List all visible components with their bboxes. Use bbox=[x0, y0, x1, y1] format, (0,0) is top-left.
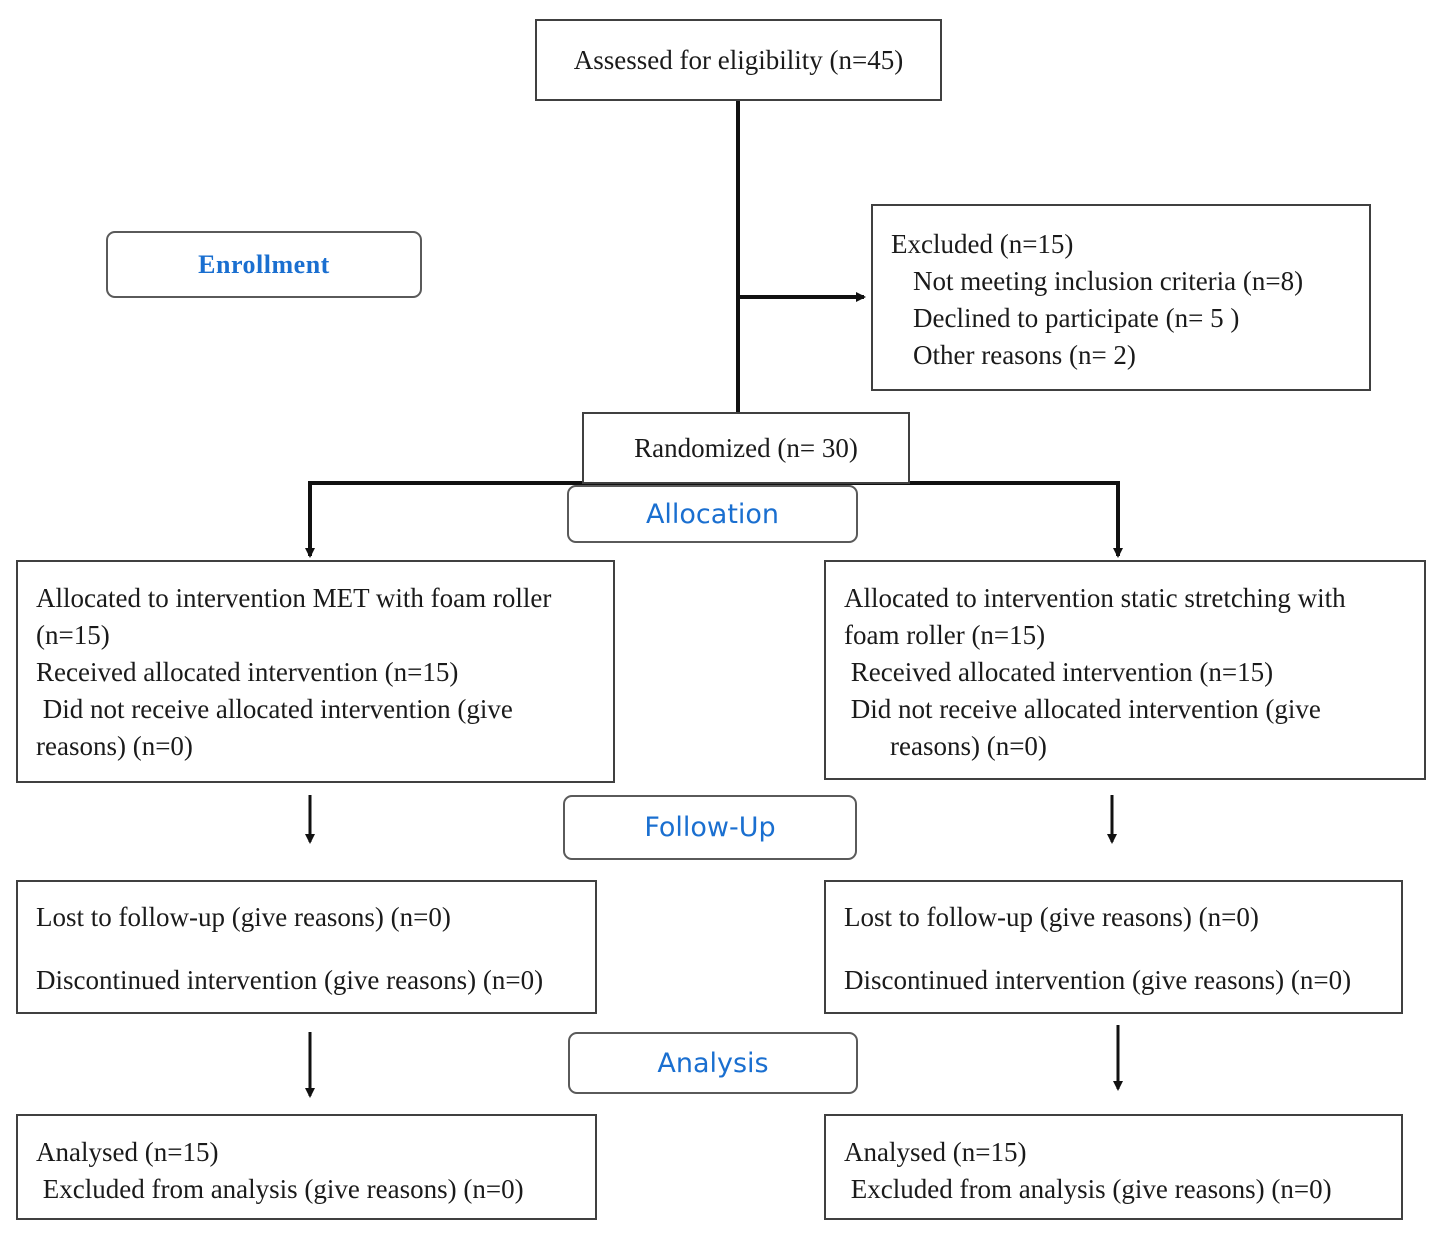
stage-allocation-label: Allocation bbox=[645, 498, 780, 530]
stage-enrollment-label: Enrollment bbox=[198, 249, 330, 279]
assessed-label: Assessed for eligibility (n=45) bbox=[573, 44, 904, 75]
followup-line: Lost to follow-up (give reasons) (n=0) bbox=[844, 902, 1259, 932]
right-analysis-box: Analysed (n=15) Excluded from analysis (… bbox=[824, 1114, 1403, 1220]
allocation-line: reasons) (n=0) bbox=[890, 731, 1047, 761]
allocation-line: Allocated to intervention MET with foam … bbox=[36, 583, 552, 613]
excluded-reason: Other reasons (n= 2) bbox=[913, 340, 1136, 370]
stage-followup-label: Follow-Up bbox=[644, 812, 776, 843]
analysis-line: Analysed (n=15) bbox=[844, 1137, 1027, 1167]
left-followup-box: Lost to follow-up (give reasons) (n=0) D… bbox=[16, 880, 597, 1014]
excluded-reason: Not meeting inclusion criteria (n=8) bbox=[913, 266, 1304, 296]
allocation-line: (n=15) bbox=[36, 620, 110, 650]
randomized-label: Randomized (n= 30) bbox=[634, 432, 858, 463]
left-analysis-box: Analysed (n=15) Excluded from analysis (… bbox=[16, 1114, 597, 1220]
excluded-reason: Declined to participate (n= 5 ) bbox=[913, 303, 1240, 333]
assessed-box: Assessed for eligibility (n=45) bbox=[535, 19, 942, 101]
allocation-line: Received allocated intervention (n=15) bbox=[36, 657, 459, 687]
stage-allocation: Allocation bbox=[567, 485, 858, 543]
analysis-line: Excluded from analysis (give reasons) (n… bbox=[36, 1174, 524, 1204]
analysis-line: Excluded from analysis (give reasons) (n… bbox=[844, 1174, 1332, 1204]
followup-line: Discontinued intervention (give reasons)… bbox=[844, 965, 1352, 995]
allocation-line: Received allocated intervention (n=15) bbox=[844, 657, 1274, 687]
followup-line: Lost to follow-up (give reasons) (n=0) bbox=[36, 902, 451, 932]
right-allocation-box: Allocated to intervention static stretch… bbox=[824, 560, 1426, 780]
analysis-line: Analysed (n=15) bbox=[36, 1137, 219, 1167]
allocation-line: Did not receive allocated intervention (… bbox=[36, 694, 513, 724]
allocation-line: foam roller (n=15) bbox=[844, 620, 1046, 650]
allocation-line: Did not receive allocated intervention (… bbox=[844, 694, 1321, 724]
excluded-title: Excluded (n=15) bbox=[891, 229, 1074, 259]
randomized-box: Randomized (n= 30) bbox=[582, 412, 910, 484]
allocation-line: Allocated to intervention static stretch… bbox=[844, 583, 1346, 613]
stage-analysis-label: Analysis bbox=[657, 1047, 769, 1079]
stage-followup: Follow-Up bbox=[563, 795, 857, 860]
allocation-line: reasons) (n=0) bbox=[36, 731, 193, 761]
followup-line: Discontinued intervention (give reasons)… bbox=[36, 965, 544, 995]
stage-analysis: Analysis bbox=[568, 1032, 858, 1094]
excluded-box: Excluded (n=15) Not meeting inclusion cr… bbox=[871, 204, 1371, 391]
left-allocation-box: Allocated to intervention MET with foam … bbox=[16, 560, 615, 783]
right-followup-box: Lost to follow-up (give reasons) (n=0) D… bbox=[824, 880, 1403, 1014]
stage-enrollment: Enrollment bbox=[106, 231, 422, 298]
